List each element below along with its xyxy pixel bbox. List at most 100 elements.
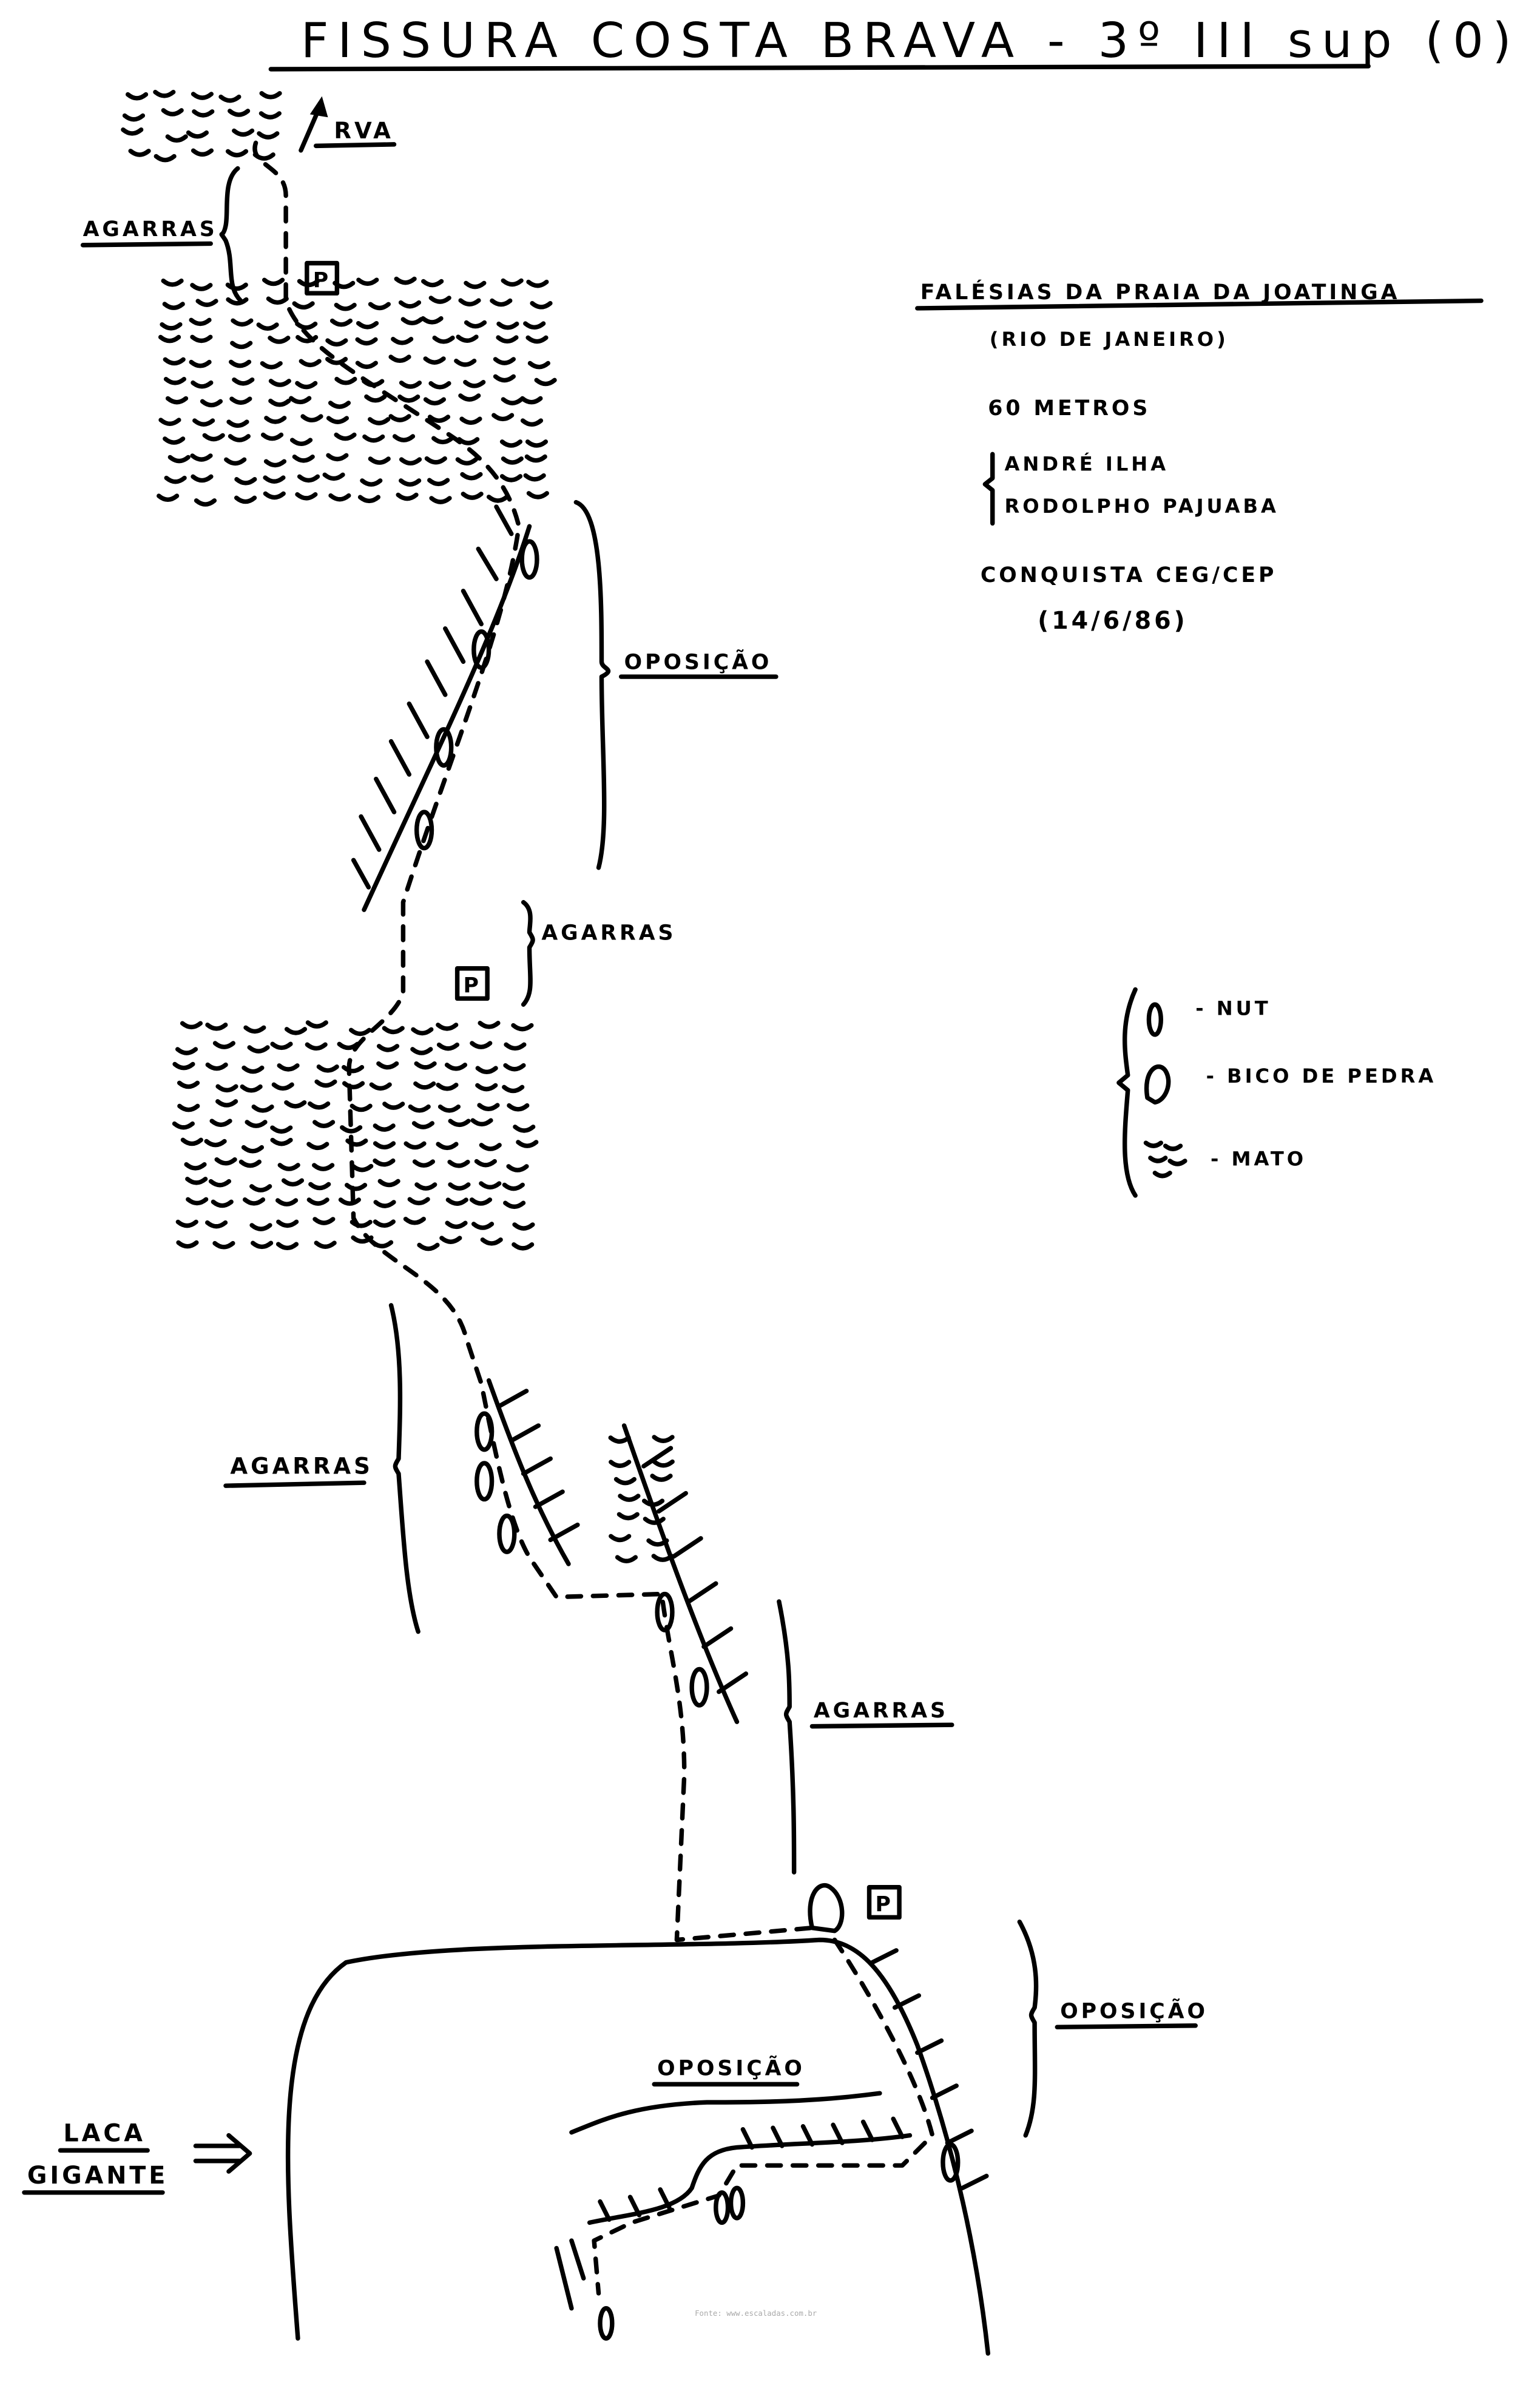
grass-mark [615,1555,638,1563]
grass-mark [263,491,286,500]
grass-mark [348,1027,372,1037]
grass-mark [362,434,385,443]
info-region: (RIO DE JANEIRO) [990,328,1229,351]
grass-mark [300,414,323,423]
exit-arrow-icon [299,96,328,153]
grass-mark [455,457,478,466]
grass-mark [334,302,357,311]
grass-mark [475,1066,498,1075]
bracket [1017,1920,1039,2138]
grass-mark [376,1061,399,1070]
grass-mark [412,1159,436,1168]
grass-mark [215,1084,238,1093]
grass-mark [225,282,248,291]
grass-mark [356,320,379,330]
bracket [219,166,243,303]
grass-mark [355,360,378,370]
grass-mark [445,1220,468,1230]
grass-mark [292,454,315,463]
grass-mark [504,1042,527,1051]
grass-mark [308,1101,331,1110]
grass-mark [242,1197,266,1206]
grass-mark [652,1435,675,1443]
grass-mark [228,434,251,442]
grass-mark [431,436,454,445]
grass-mark [205,1062,228,1071]
grass-mark [507,1103,530,1112]
grass-mark [172,1121,195,1130]
vegetation [121,89,675,1563]
grass-mark [299,359,322,368]
grass-mark [530,301,553,310]
grass-mark [161,279,184,287]
grass-mark [414,1061,437,1070]
grass-mark [410,1047,433,1055]
crack-3 [621,1423,749,1724]
svg-text:P: P [875,1892,893,1917]
grass-mark [185,1176,208,1185]
legend: - NUT - BICO DE PEDRA - MATO [1116,987,1433,1198]
grass-mark [368,417,391,425]
grass-mark [399,478,422,487]
grass-mark [427,414,451,423]
grass-mark [463,380,486,388]
grass-mark [157,493,180,502]
grass-mark [305,1042,328,1051]
grass-mark [205,1220,228,1229]
grass-mark [355,337,378,346]
grass-mark [408,1104,431,1113]
bico-de-pedra-icon [808,1883,845,1934]
grass-mark [411,1027,434,1036]
grass-mark [523,473,546,482]
grass-mark [212,1240,235,1250]
legend-nut: - NUT [1195,997,1271,1020]
grass-mark [520,396,543,405]
grass-mark [436,1083,459,1091]
grass-mark [479,1143,502,1151]
mato-icon [1143,1140,1187,1179]
grass-mark [396,492,419,501]
grass-mark [165,134,188,143]
grass-mark [122,113,146,122]
grass-mark [325,338,348,347]
grass-mark [428,381,451,390]
grass-mark [191,380,214,389]
double-arrow-icon [193,2133,252,2174]
grass-mark [165,396,189,405]
grass-mark [268,379,291,387]
grass-mark [392,434,416,442]
grass-mark [205,1023,228,1031]
grass-mark [259,91,282,100]
grass-mark [501,278,524,287]
grass-mark [502,1084,525,1094]
grass-mark [399,457,422,465]
grass-mark [275,1242,299,1251]
grass-mark [350,1103,373,1112]
grass-mark [218,94,241,103]
title: FISSURA COSTA BRAVA - 3º III sup (0) [301,12,1521,69]
grass-mark [413,1081,436,1090]
grass-mark [525,335,549,344]
grass-mark [382,1026,405,1035]
grass-mark [520,418,544,427]
grass-mark [177,1103,200,1112]
grass-mark [281,1178,305,1187]
grass-mark [292,301,315,310]
grass-mark [230,340,253,350]
grass-mark [275,1198,299,1206]
grass-mark [326,416,350,424]
grass-mark [524,454,547,463]
grass-mark [295,492,318,501]
grass-mark [325,356,348,365]
grass-mark [212,1041,235,1049]
grass-mark [297,474,320,483]
grass-mark [164,475,187,484]
grass-mark [277,1163,300,1171]
grass-mark [423,397,447,406]
label-oposicao-2: OPOSIÇÃO [1060,1998,1208,2023]
grass-mark [351,1163,374,1172]
grass-mark [526,491,549,499]
grass-mark [373,1123,396,1132]
grass-mark [289,396,312,405]
grass-mark [527,360,550,370]
